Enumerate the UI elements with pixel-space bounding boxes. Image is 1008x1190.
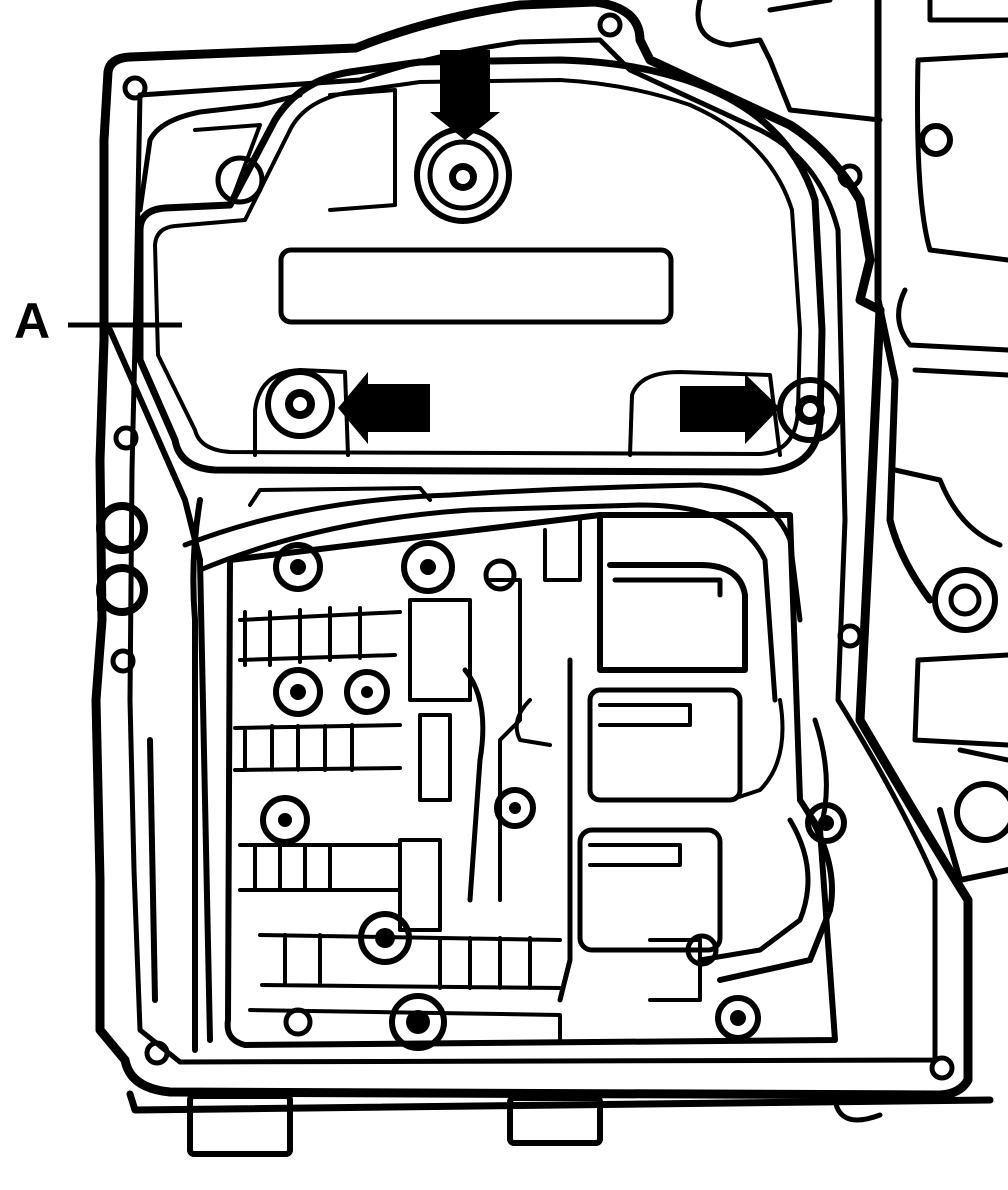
valve-spool-rows — [233, 518, 702, 1042]
valve-body — [224, 512, 847, 1051]
left-arrow-icon — [338, 372, 430, 444]
wiring-harness — [107, 327, 829, 1053]
control-unit-cover — [136, 56, 826, 476]
right-arrow-icon — [680, 374, 780, 444]
right-cover-bolt — [777, 377, 843, 443]
down-arrow-icon — [430, 50, 500, 140]
cover-bolts — [265, 126, 843, 443]
valve-body-bolts — [260, 540, 847, 1051]
left-connector-plugs — [96, 502, 158, 1003]
solenoid-valves — [557, 512, 748, 1003]
housing-mount-holes — [110, 12, 955, 1081]
top-cover-bolt — [414, 126, 512, 224]
left-cover-bolt — [265, 369, 335, 439]
bolt-arrows — [338, 50, 780, 444]
right-casing-section — [695, 0, 1008, 883]
callout-label-a: A — [14, 293, 51, 349]
